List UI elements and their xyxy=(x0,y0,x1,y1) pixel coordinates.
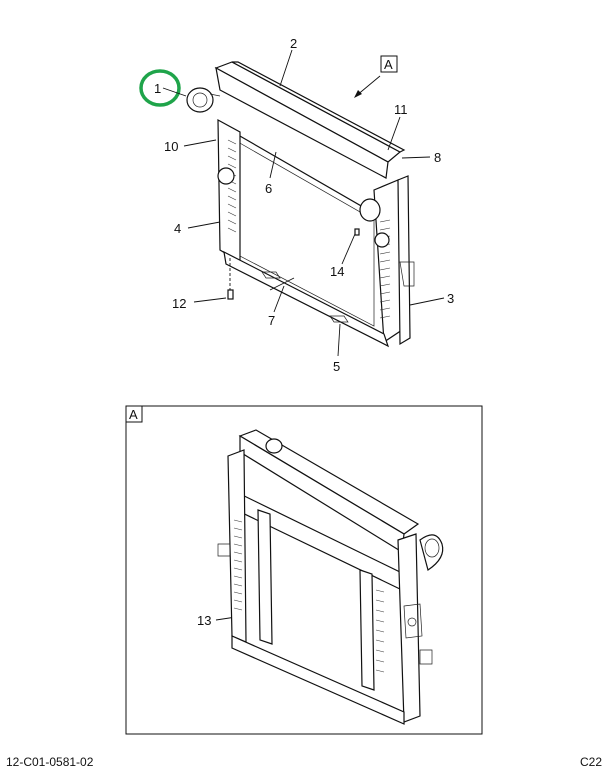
detail-label: A xyxy=(129,407,138,422)
highlight-circle xyxy=(139,69,181,107)
callout-5: 5 xyxy=(333,359,340,374)
view-marker-a: A xyxy=(380,55,398,73)
callout-7: 7 xyxy=(268,313,275,328)
svg-text:A: A xyxy=(384,57,393,72)
callout-12: 12 xyxy=(172,296,186,311)
left-fins-detail xyxy=(233,519,243,611)
right-fins-top xyxy=(379,219,391,319)
callout-11: 11 xyxy=(394,102,408,117)
callout-3: 3 xyxy=(447,291,454,306)
callout-4: 4 xyxy=(174,221,181,236)
left-fins-top xyxy=(227,139,237,233)
callout-6: 6 xyxy=(265,181,272,196)
page-code: C22 xyxy=(579,755,602,769)
callout-13: 13 xyxy=(197,613,211,628)
callout-2: 2 xyxy=(290,36,297,51)
drawing-number: 12-C01-0581-02 xyxy=(6,755,94,769)
callout-10: 10 xyxy=(164,139,178,154)
callout-8: 8 xyxy=(434,150,441,165)
callout-14: 14 xyxy=(330,264,344,279)
callout-1: 1 xyxy=(154,81,161,96)
radiator-assembly-top xyxy=(186,61,415,348)
detail-view-a: A xyxy=(125,405,483,735)
right-fins-detail xyxy=(375,589,385,673)
